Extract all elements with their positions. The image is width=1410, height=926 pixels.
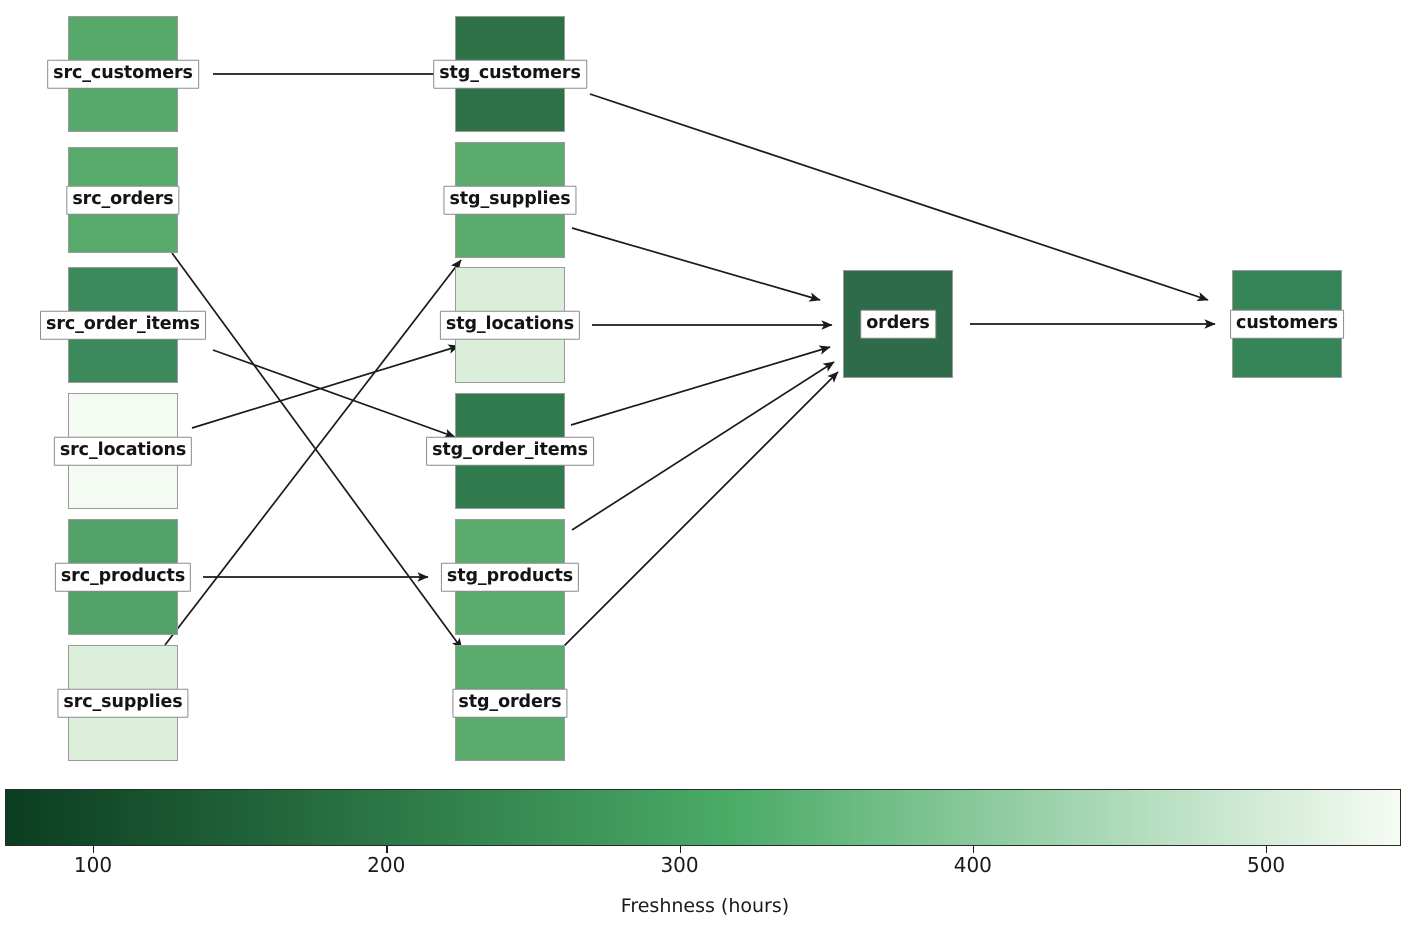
node-label-stg_products[interactable]: stg_products bbox=[440, 562, 580, 592]
colorbar-tick-label-100: 100 bbox=[73, 853, 113, 877]
node-label-src_products[interactable]: src_products bbox=[54, 562, 192, 592]
colorbar-gradient bbox=[5, 789, 1401, 846]
edge-stg_order_items-to-orders bbox=[570, 345, 831, 426]
node-label-stg_customers[interactable]: stg_customers bbox=[433, 59, 587, 89]
colorbar-tick-label-500: 500 bbox=[1246, 853, 1286, 877]
colorbar-tick-label-200: 200 bbox=[367, 853, 406, 877]
edge-src_orders-to-stg_orders bbox=[171, 252, 463, 650]
node-label-src_order_items[interactable]: src_order_items bbox=[40, 310, 206, 340]
node-label-src_orders[interactable]: src_orders bbox=[66, 185, 180, 215]
edge-src_supplies-to-stg_supplies bbox=[164, 259, 462, 646]
node-label-orders[interactable]: orders bbox=[860, 309, 936, 339]
colorbar-tick-400 bbox=[972, 846, 975, 853]
node-label-stg_order_items[interactable]: stg_order_items bbox=[426, 436, 594, 466]
node-label-stg_orders[interactable]: stg_orders bbox=[452, 688, 568, 718]
colorbar-tick-300 bbox=[679, 846, 681, 853]
edge-src_locations-to-stg_locations bbox=[191, 344, 460, 429]
node-label-stg_locations[interactable]: stg_locations bbox=[439, 310, 581, 340]
edge-stg_orders-to-orders bbox=[561, 371, 839, 649]
colorbar-tick-label-300: 300 bbox=[660, 853, 699, 877]
edge-stg_supplies-to-orders bbox=[571, 227, 821, 302]
node-label-customers[interactable]: customers bbox=[1230, 309, 1344, 339]
colorbar[interactable]: 100 200 300 400 500 bbox=[5, 789, 1401, 877]
colorbar-tick-label-400: 400 bbox=[953, 853, 992, 877]
colorbar-tick-500 bbox=[1266, 846, 1268, 853]
colorbar-title: Freshness (hours) bbox=[620, 895, 790, 917]
node-label-src_locations[interactable]: src_locations bbox=[53, 436, 193, 466]
node-label-stg_supplies[interactable]: stg_supplies bbox=[443, 185, 577, 215]
node-label-src_supplies[interactable]: src_supplies bbox=[57, 688, 189, 718]
node-label-src_customers[interactable]: src_customers bbox=[47, 59, 199, 89]
colorbar-tick-200 bbox=[386, 846, 388, 853]
colorbar-tick-100 bbox=[92, 846, 95, 853]
edge-stg_products-to-orders bbox=[571, 361, 835, 531]
edge-src_order_items-to-stg_order_items bbox=[212, 349, 456, 438]
edge-group bbox=[164, 73, 1216, 650]
